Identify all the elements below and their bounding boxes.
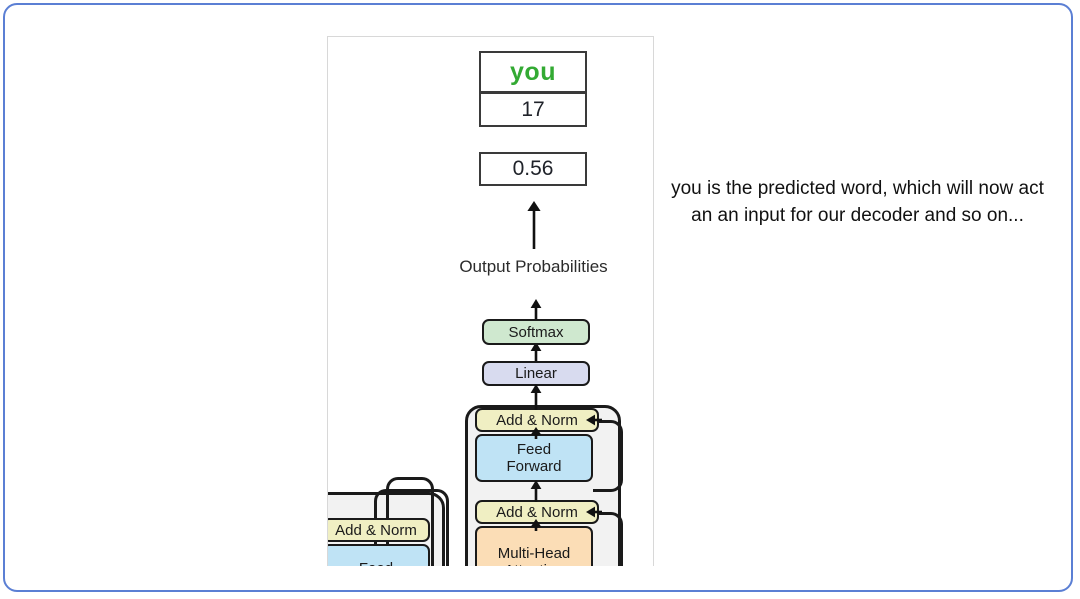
- softmax-label: Softmax: [508, 323, 564, 341]
- predicted-index-box: 17: [479, 92, 587, 127]
- explanation-caption: you is the predicted word, which will no…: [665, 175, 1050, 229]
- decoder-residual-wire-attention: [593, 512, 623, 566]
- decoder-add-norm-top-label: Add & Norm: [496, 411, 578, 429]
- decoder-residual-wire-feedforward: [593, 420, 623, 492]
- linear-label: Linear: [515, 365, 557, 382]
- arrow-left-residual-attention-icon: [586, 506, 602, 518]
- slide-frame: you 17 0.56 Output Probabilities Softmax: [3, 3, 1073, 592]
- linear-block: Linear: [482, 361, 590, 386]
- arrow-up-icon: [527, 201, 541, 249]
- decoder-add-norm-mid-label: Add & Norm: [496, 503, 578, 521]
- attention-line2: Attention: [504, 562, 563, 566]
- output-probabilities-label: Output Probabilities: [459, 257, 608, 276]
- feed-forward-line2: Forward: [506, 458, 562, 475]
- predicted-probability-text: 0.56: [512, 157, 554, 180]
- transformer-diagram-image: you 17 0.56 Output Probabilities Softmax: [327, 36, 654, 566]
- arrow-linear-to-softmax-icon: [530, 342, 542, 362]
- encoder-feed-label: Feed: [359, 560, 393, 567]
- explanation-caption-text: you is the predicted word, which will no…: [671, 178, 1044, 226]
- predicted-word-text: you: [510, 57, 556, 86]
- encoder-add-norm-label: Add & Norm: [335, 521, 417, 539]
- encoder-feed-forward-block: Feed: [328, 544, 430, 567]
- predicted-probability-box: 0.56: [479, 152, 587, 186]
- decoder-feed-forward-block: Feed Forward: [475, 434, 593, 482]
- arrow-left-residual-feedforward-icon: [586, 414, 602, 426]
- softmax-block: Softmax: [482, 319, 590, 345]
- predicted-index-text: 17: [521, 97, 545, 121]
- feed-forward-line1: Feed: [516, 441, 552, 458]
- arrow-decoder-to-linear-icon: [530, 384, 542, 410]
- arrow-softmax-to-output-icon: [530, 299, 542, 320]
- arrow-ff-to-addnorm-icon: [530, 427, 542, 439]
- arrow-attention-to-addnorm-icon: [530, 519, 542, 531]
- predicted-word-box: you: [479, 51, 587, 93]
- encoder-add-norm-block: Add & Norm: [328, 518, 430, 542]
- arrow-addnorm-to-ff-icon: [530, 480, 542, 502]
- attention-line1: Multi-Head: [497, 545, 571, 562]
- decoder-multi-head-attention-block: Multi-Head Attention: [475, 526, 593, 566]
